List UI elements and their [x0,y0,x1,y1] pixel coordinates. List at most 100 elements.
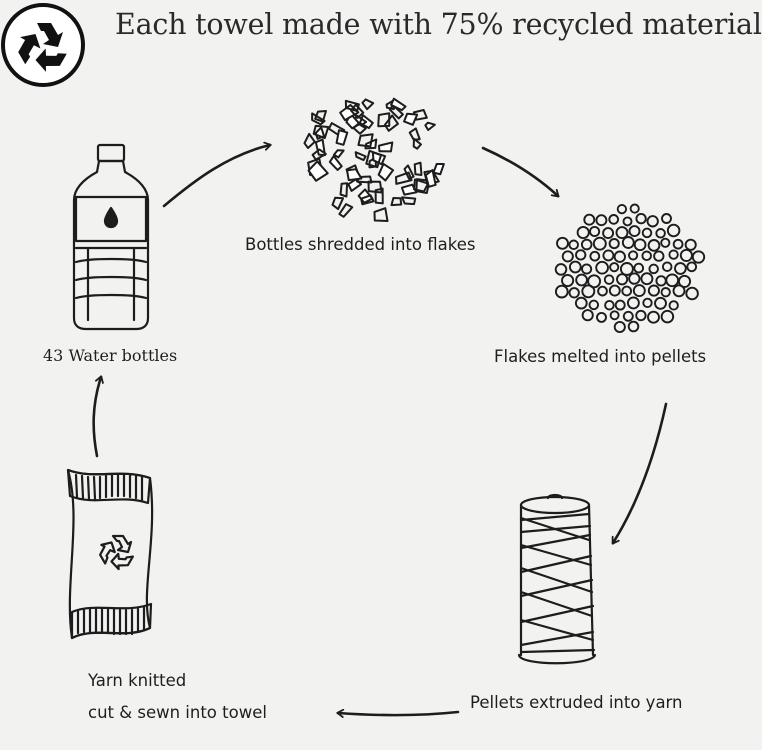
pellet [596,311,607,323]
pellet [589,225,601,238]
pellet [609,262,620,273]
pellet [576,225,590,240]
pellet [608,238,620,250]
arrow-bottles-to-flakes [162,145,270,208]
flake [374,187,384,205]
flake [401,196,417,206]
pellet [581,284,596,299]
pellet [626,296,640,310]
pellet [668,249,679,260]
pellet [672,238,684,250]
flake [303,132,316,149]
pellet [589,250,601,262]
pellets-icon [554,203,706,334]
flake [365,149,382,169]
pellet [660,237,671,248]
pellet [621,285,633,297]
pellet [614,299,626,311]
flake [377,112,391,128]
flake [360,194,375,206]
flake [335,129,349,146]
pellet [635,309,647,322]
flake [307,160,329,182]
pellet [654,296,667,310]
flake [413,161,423,176]
pellet [568,260,582,274]
pellet [608,214,620,225]
pellet [632,284,646,298]
pellet [613,250,626,263]
flake [311,148,327,161]
flake [368,156,377,169]
arrow-yarn-to-towel [338,712,460,715]
pellet [655,275,667,287]
pellet [608,284,621,297]
pellet [628,225,641,238]
flake [349,103,365,119]
pellet [621,236,635,249]
pellet [627,320,640,333]
flake [352,122,367,135]
pellet [595,260,609,275]
flake [412,137,423,150]
pellet [581,263,593,275]
pellet [641,227,653,239]
recycle-logo-icon [1,3,85,87]
pellet [674,262,687,275]
pellet [653,250,665,262]
pellet [647,239,661,252]
pellet [647,284,660,297]
pellet [665,273,680,288]
flake [377,141,394,153]
pellet [583,213,596,226]
pellet [568,287,580,299]
flake [395,171,413,185]
pellet [628,272,641,285]
pellet [629,203,640,214]
pellet [672,284,686,298]
pellet [635,212,647,225]
pellet [622,216,633,227]
flake [346,168,363,182]
flake [361,98,375,111]
flake [331,196,345,211]
flake [344,99,360,113]
flake [311,112,326,126]
flake [312,124,330,140]
pellet [609,310,620,321]
plastic-flakes-icon [303,97,445,223]
pellet [554,263,568,276]
step-label-towel-line2: cut & sewn into towel [88,703,267,722]
flake [339,182,349,198]
pellet [616,203,628,215]
pellet [661,261,673,272]
flake [432,162,445,176]
pellet [616,273,629,286]
pellet [575,249,587,261]
flake [357,133,374,148]
pellet [592,236,607,251]
pellet [613,320,626,334]
pellet [602,249,615,262]
flake [383,114,399,132]
pellet [642,297,653,309]
flake [338,203,354,218]
pellet [615,226,629,240]
pellet [619,262,634,276]
pellet [641,250,652,262]
pellet [660,287,671,298]
flake [424,121,436,131]
pellet [556,236,569,250]
pellet [587,274,602,289]
flake [408,127,421,141]
pellet [554,284,569,299]
step-label-bottles: 43 Water bottles [43,346,178,365]
pellet [647,310,660,324]
flake [354,151,367,162]
pellet [628,250,639,261]
pellet [597,285,608,297]
flake [328,155,343,171]
pellet [581,309,594,322]
pellet [574,296,588,310]
